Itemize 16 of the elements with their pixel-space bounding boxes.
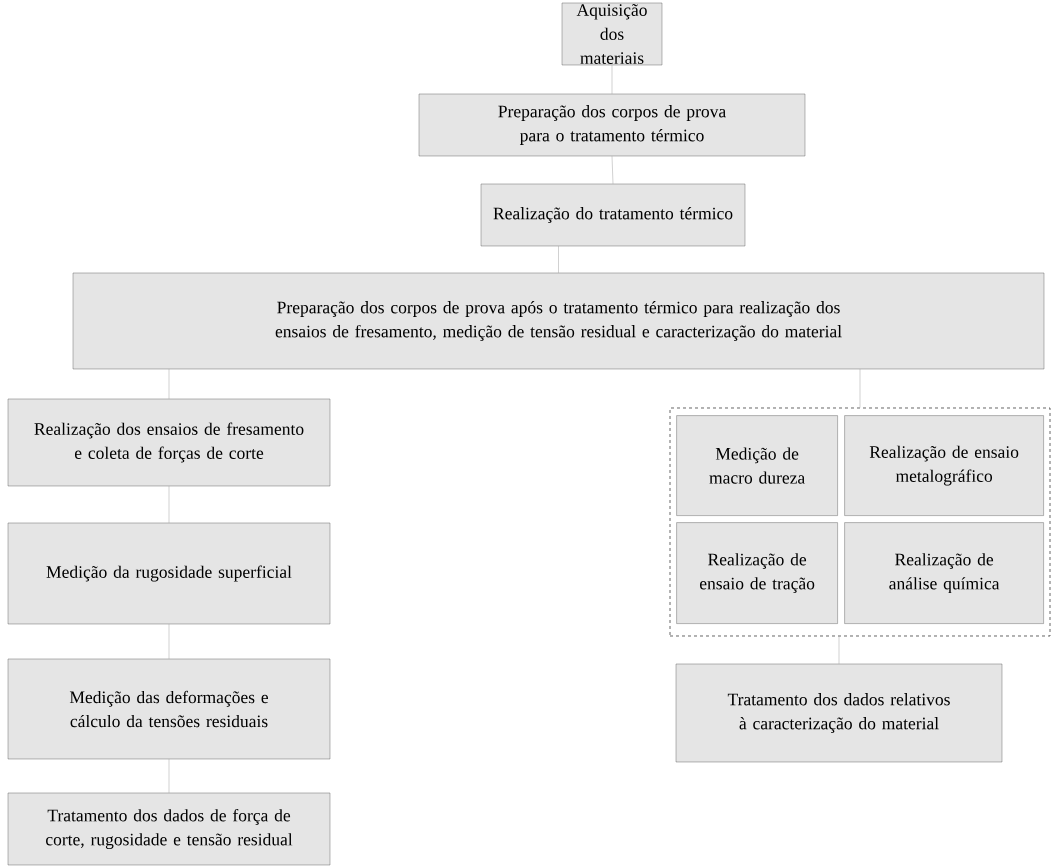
- process-box: Realização de análise química: [844, 522, 1044, 624]
- group-frame: [669, 407, 1051, 637]
- process-box: Tratamento dos dados relativos à caracterização do material: [675, 663, 1003, 763]
- process-box: Realização de ensaio de tração: [676, 522, 838, 624]
- process-box: Preparação dos corpos de prova após o tratamento térmico para realização dos ensaios de fresamento, medição de tensão residual e caracterização do material: [72, 272, 1045, 370]
- process-box: Medição das deformações e cálculo da tensões residuais: [7, 658, 331, 760]
- connector-line: [611, 156, 614, 184]
- process-box: Realização dos ensaios de fresamento e coleta de forças de corte: [7, 398, 331, 487]
- process-box: Medição da rugosidade superficial: [7, 522, 331, 625]
- process-box: Medição de macro dureza: [676, 415, 838, 516]
- process-box: Preparação dos corpos de prova para o tratamento térmico: [418, 93, 806, 157]
- process-box: Realização do tratamento térmico: [480, 183, 746, 247]
- process-box: Aquisição dos materiais: [561, 2, 663, 66]
- process-box: Realização de ensaio metalográfico: [844, 415, 1044, 516]
- process-box: Tratamento dos dados de força de corte, rugosidade e tensão residual: [7, 792, 331, 866]
- connector-line: [558, 246, 559, 273]
